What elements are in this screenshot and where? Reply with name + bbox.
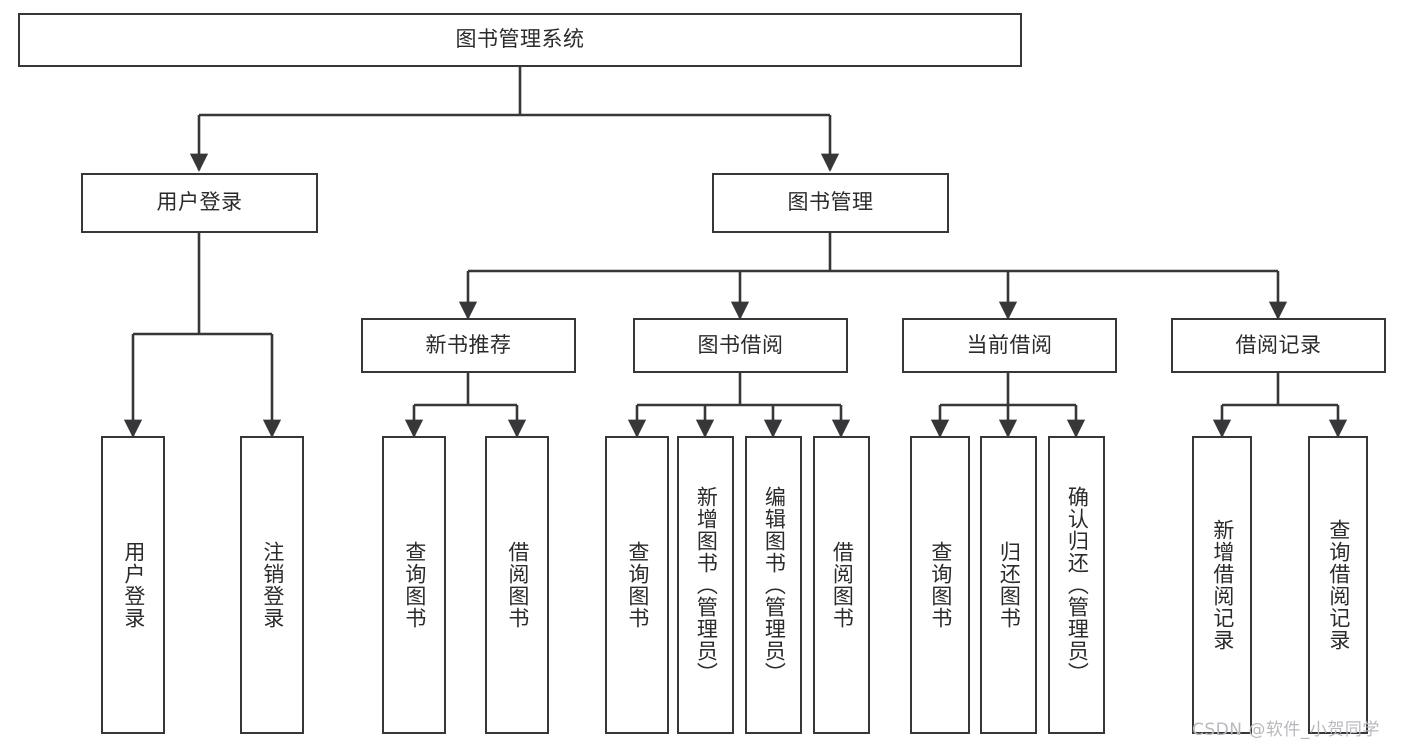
node-current-borrow[interactable]: 当前借阅 bbox=[902, 318, 1117, 373]
node-book-management-label: 图书管理 bbox=[787, 190, 874, 215]
node-new-book-recommend[interactable]: 新书推荐 bbox=[361, 318, 576, 373]
watermark: CSDN @软件_小贺同学 bbox=[1192, 720, 1380, 740]
leaf-user-logout[interactable]: 注销登录 bbox=[240, 436, 304, 734]
leaf-borrow-query-book-label: 查询图书 bbox=[625, 541, 650, 629]
leaf-record-query[interactable]: 查询借阅记录 bbox=[1308, 436, 1368, 734]
leaf-borrow-edit-book-label: 编辑图书（管理员） bbox=[762, 486, 787, 684]
leaf-borrow-add-book[interactable]: 新增图书（管理员） bbox=[677, 436, 734, 734]
leaf-current-confirm-return[interactable]: 确认归还（管理员） bbox=[1048, 436, 1105, 734]
leaf-recommend-query-book-label: 查询图书 bbox=[402, 541, 427, 629]
leaf-current-confirm-return-label: 确认归还（管理员） bbox=[1065, 486, 1090, 684]
leaf-current-return-book[interactable]: 归还图书 bbox=[980, 436, 1037, 734]
leaf-recommend-borrow-book[interactable]: 借阅图书 bbox=[485, 436, 549, 734]
leaf-borrow-borrow-book[interactable]: 借阅图书 bbox=[813, 436, 870, 734]
leaf-user-login-label: 用户登录 bbox=[121, 541, 146, 629]
node-borrow-record-label: 借阅记录 bbox=[1235, 332, 1322, 357]
leaf-user-logout-label: 注销登录 bbox=[260, 541, 285, 629]
node-root-label: 图书管理系统 bbox=[455, 27, 585, 52]
node-book-borrow[interactable]: 图书借阅 bbox=[633, 318, 848, 373]
leaf-borrow-borrow-book-label: 借阅图书 bbox=[830, 541, 855, 629]
node-root[interactable]: 图书管理系统 bbox=[18, 13, 1022, 67]
leaf-current-return-book-label: 归还图书 bbox=[997, 541, 1022, 629]
leaf-record-add[interactable]: 新增借阅记录 bbox=[1192, 436, 1252, 734]
leaf-current-query-book-label: 查询图书 bbox=[928, 541, 953, 629]
leaf-user-login[interactable]: 用户登录 bbox=[101, 436, 165, 734]
leaf-record-query-label: 查询借阅记录 bbox=[1326, 519, 1351, 651]
leaf-record-add-label: 新增借阅记录 bbox=[1210, 519, 1235, 651]
node-borrow-record[interactable]: 借阅记录 bbox=[1171, 318, 1386, 373]
leaf-recommend-borrow-book-label: 借阅图书 bbox=[505, 541, 530, 629]
node-book-management[interactable]: 图书管理 bbox=[712, 173, 949, 233]
leaf-borrow-query-book[interactable]: 查询图书 bbox=[605, 436, 669, 734]
node-user-login-label: 用户登录 bbox=[156, 190, 243, 215]
leaf-recommend-query-book[interactable]: 查询图书 bbox=[382, 436, 446, 734]
node-new-book-recommend-label: 新书推荐 bbox=[425, 332, 512, 357]
node-book-borrow-label: 图书借阅 bbox=[697, 332, 784, 357]
leaf-borrow-edit-book[interactable]: 编辑图书（管理员） bbox=[745, 436, 802, 734]
node-user-login[interactable]: 用户登录 bbox=[81, 173, 318, 233]
leaf-current-query-book[interactable]: 查询图书 bbox=[910, 436, 970, 734]
leaf-borrow-add-book-label: 新增图书（管理员） bbox=[694, 486, 719, 684]
node-current-borrow-label: 当前借阅 bbox=[966, 332, 1053, 357]
